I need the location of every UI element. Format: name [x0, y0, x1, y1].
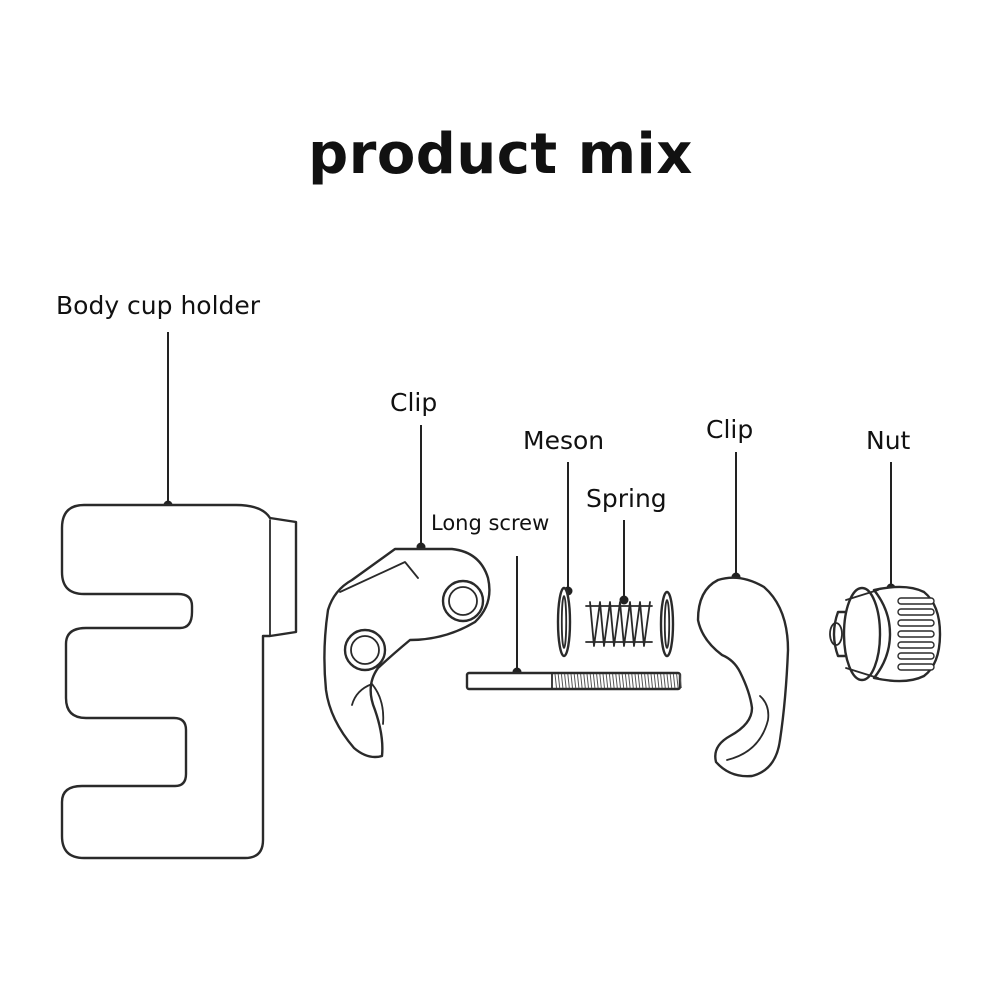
- label-clip-right: Clip: [706, 415, 754, 444]
- long-screw-part: [465, 671, 682, 691]
- clip-right-part: [696, 576, 790, 778]
- label-spring: Spring: [586, 484, 667, 513]
- diagram-title: product mix: [308, 122, 693, 187]
- label-body-cup-holder: Body cup holder: [56, 291, 261, 320]
- clip-left-part: [323, 547, 491, 759]
- label-long-screw: Long screw: [431, 511, 550, 535]
- meson-washers: [556, 586, 675, 658]
- body-cup-holder-part: [60, 503, 298, 860]
- nut-part: [829, 585, 942, 683]
- label-clip-left: Clip: [390, 388, 438, 417]
- label-meson: Meson: [523, 426, 605, 455]
- spring-part: [585, 601, 653, 647]
- label-nut: Nut: [866, 426, 911, 455]
